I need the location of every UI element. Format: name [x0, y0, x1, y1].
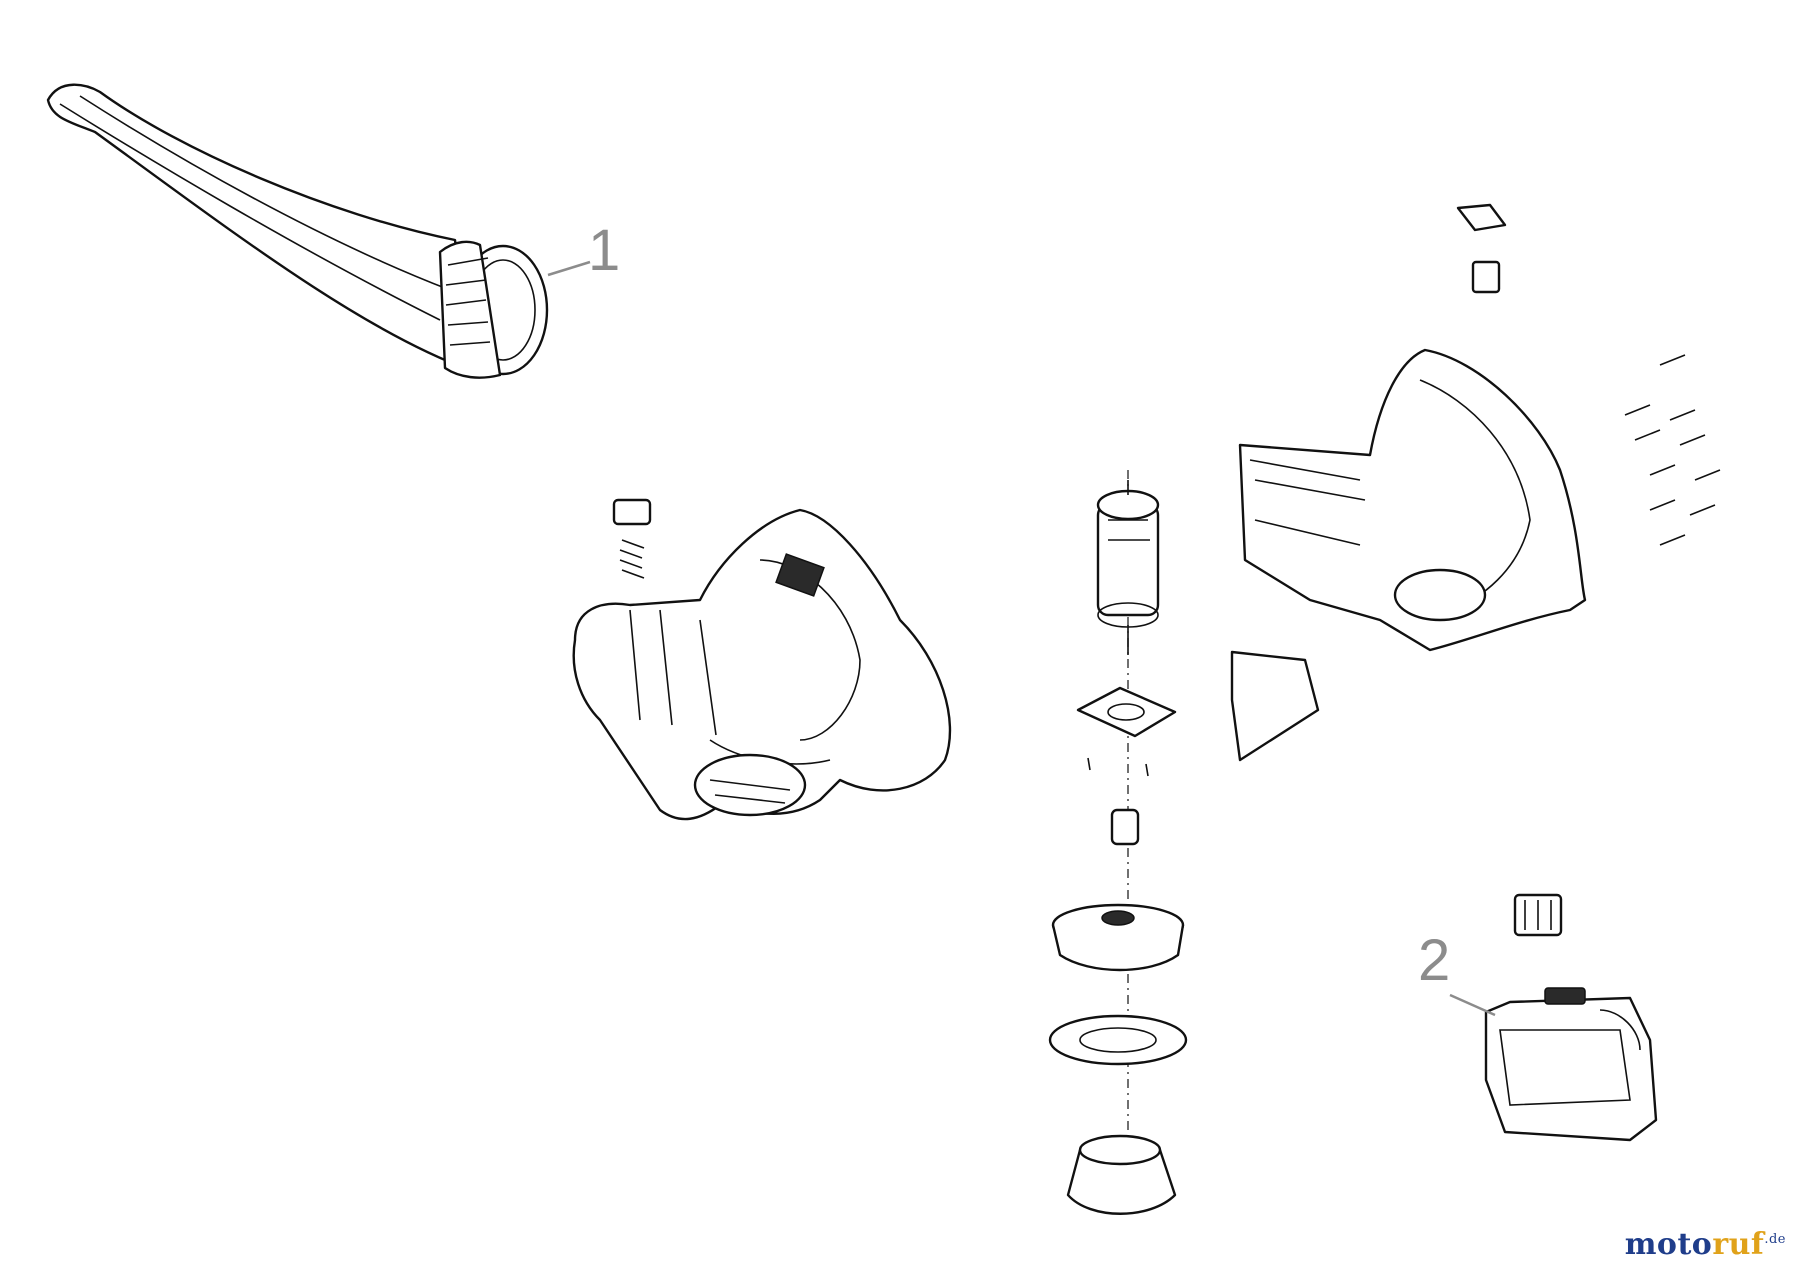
watermark-part1: moto — [1624, 1227, 1713, 1262]
callout-label-1: 1 — [588, 218, 621, 283]
watermark-part2: ruf — [1712, 1227, 1765, 1262]
blower-tube-part — [46, 83, 549, 379]
callout-2-leader — [1449, 993, 1496, 1017]
battery-pack-part — [1484, 987, 1658, 1142]
watermark-suffix: .de — [1764, 1232, 1786, 1247]
battery-terminal-part — [1513, 893, 1563, 937]
callout-1-leader — [547, 260, 591, 277]
switch-parts — [1230, 203, 1507, 762]
screws — [1624, 354, 1721, 546]
watermark-logo: motoruf.de — [1625, 1227, 1786, 1262]
blower-housing-left-part — [572, 498, 952, 821]
callout-label-2: 2 — [1418, 928, 1451, 993]
motor-assembly — [1048, 470, 1188, 1215]
blower-housing-right-part — [1238, 348, 1587, 652]
